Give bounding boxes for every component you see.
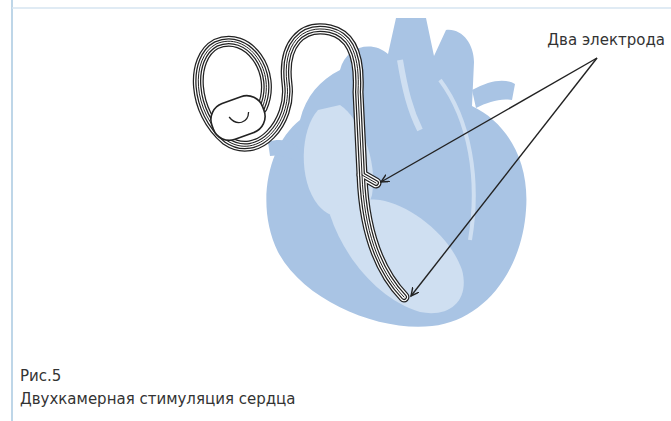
- figure-number: Рис.5: [20, 366, 61, 386]
- caption: Двухкамерная стимуляция сердца: [20, 389, 295, 409]
- lead-wire: [198, 29, 404, 297]
- frame-line: [12, 7, 671, 9]
- leader-arrow: [381, 58, 597, 182]
- frame-line: [11, 0, 13, 421]
- callout-label: Два электрода: [547, 30, 665, 50]
- leader-arrow: [411, 58, 597, 296]
- pacemaker: [206, 91, 270, 145]
